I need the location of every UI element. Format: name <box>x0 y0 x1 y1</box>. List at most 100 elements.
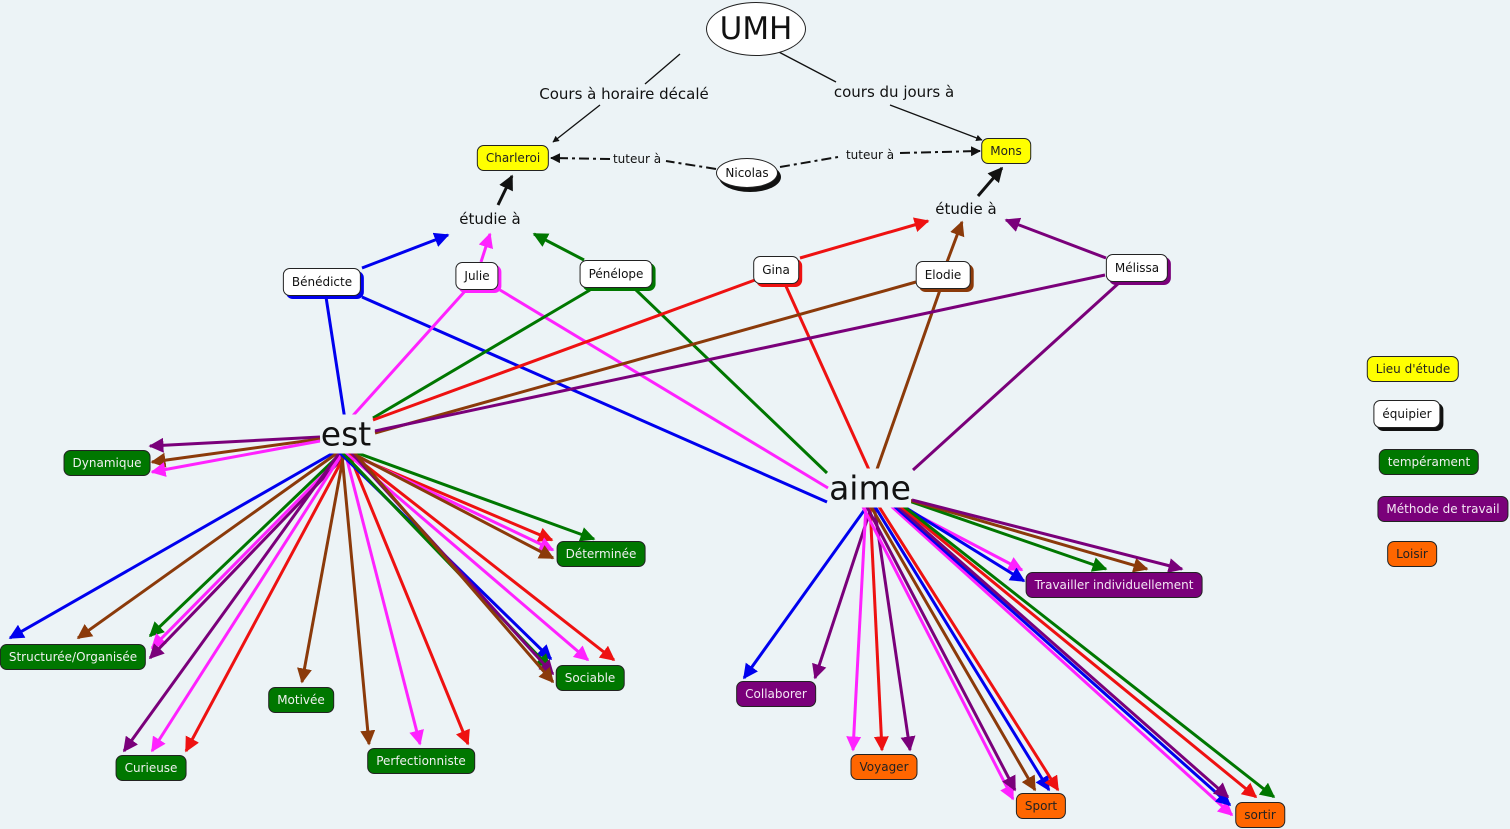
legend-item-loisir: Loisir <box>1387 541 1437 567</box>
arrow-benedicte-aime-sortir <box>892 503 1232 807</box>
link-tuteur-mons <box>899 146 981 157</box>
link-elodie-aime <box>874 289 942 473</box>
person-node-elodie[interactable]: Elodie <box>915 261 971 289</box>
link-decale-charleroi <box>552 104 601 143</box>
link-benedicte-etudie <box>361 232 450 270</box>
link-julie-est <box>347 288 468 422</box>
link-tuteur-charleroi <box>550 153 611 164</box>
person-node-julie[interactable]: Julie <box>455 262 499 290</box>
leisure-node-sport[interactable]: Sport <box>1015 793 1067 819</box>
link-benedicte-est <box>324 296 347 421</box>
arrow-elodie-est-structuree <box>76 448 343 640</box>
arrow-penelope-aime-sortir <box>901 503 1276 799</box>
place-node-charleroi[interactable]: Charleroi <box>476 145 550 171</box>
link-umh-jour <box>774 49 837 83</box>
link-label-cours-decale: Cours à horaire décalé <box>539 85 709 103</box>
link-penelope-aime <box>634 288 829 475</box>
link-umh-decale <box>644 53 681 85</box>
arrow-gina-est-sociable <box>345 448 616 662</box>
arrow-elodie-est-dynamique <box>150 437 321 468</box>
arrow-julie-aime-voyager <box>846 504 868 752</box>
link-penelope-est <box>372 288 591 420</box>
arrow-elodie-aime-sport <box>868 504 1037 792</box>
temperament-node-curieuse[interactable]: Curieuse <box>115 755 187 781</box>
arrow-gina-est-curieuse <box>184 449 349 753</box>
link-melissa-est <box>374 273 1106 433</box>
person-node-melissa[interactable]: Mélissa <box>1105 254 1169 282</box>
arrow-elodie-aime-travailler <box>908 498 1149 573</box>
link-elodie-est <box>374 280 917 435</box>
legend-item-lieu: Lieu d'étude <box>1366 356 1460 382</box>
arrow-melissa-aime-sport <box>864 504 1017 792</box>
arrow-penelope-est-determinee <box>348 448 596 542</box>
arrow-julie-est-perfectionniste <box>343 449 424 746</box>
arrow-penelope-aime-travailler <box>905 498 1108 572</box>
root-node-umh[interactable]: UMH <box>706 2 806 56</box>
legend-item-temperament: tempérament <box>1378 449 1480 475</box>
link-label-tuteur-right: tuteur à <box>843 148 897 162</box>
arrow-benedicte-aime-collaborer <box>742 504 870 680</box>
legend-item-methode: Méthode de travail <box>1377 496 1509 522</box>
link-gina-etudie <box>799 217 930 260</box>
arrow-melissa-aime-sortir <box>895 503 1230 799</box>
arrow-elodie-est-sociable <box>350 449 555 684</box>
temperament-node-determinee[interactable]: Déterminée <box>556 541 646 567</box>
arrow-melissa-aime-travailler <box>911 498 1184 573</box>
link-julie-etudie <box>478 232 494 263</box>
arrow-melissa-est-dynamique <box>148 435 321 453</box>
link-nicolas-tuteur-right <box>779 156 839 168</box>
link-julie-aime <box>499 288 829 490</box>
temperament-node-dynamique[interactable]: Dynamique <box>63 450 151 476</box>
link-jour-mons <box>889 104 983 141</box>
leisure-node-voyager[interactable]: Voyager <box>850 754 918 780</box>
legend-item-equipier: équipier <box>1373 400 1441 428</box>
person-node-penelope[interactable]: Pénélope <box>579 260 653 288</box>
arrow-julie-aime-sport <box>860 504 1015 801</box>
arrow-benedicte-est-structuree <box>8 448 340 640</box>
arrow-melissa-est-curieuse <box>122 449 343 753</box>
method-node-collaborer[interactable]: Collaborer <box>736 681 816 707</box>
arrow-elodie-est-determinee <box>345 448 555 560</box>
link-penelope-etudie <box>532 232 585 262</box>
link-label-etudie-right: étudie à <box>935 200 997 218</box>
link-gina-est <box>372 278 756 422</box>
link-elodie-etudie <box>945 220 965 263</box>
link-label-tuteur-left: tuteur à <box>610 152 664 166</box>
temperament-node-motivee[interactable]: Motivée <box>268 687 334 713</box>
arrow-gina-aime-sport <box>876 504 1060 792</box>
arrow-julie-aime-sortir <box>888 503 1234 817</box>
arrow-elodie-est-motivee <box>297 449 346 684</box>
link-melissa-aime <box>911 280 1122 472</box>
arrow-gina-aime-sortir <box>898 503 1258 799</box>
arrow-benedicte-aime-travailler <box>902 504 1026 583</box>
arrow-gina-est-perfectionniste <box>346 449 470 746</box>
temperament-node-structuree[interactable]: Structurée/Organisée <box>0 644 147 670</box>
place-node-mons[interactable]: Mons <box>981 138 1031 164</box>
leisure-node-sortir[interactable]: sortir <box>1235 802 1285 828</box>
link-benedicte-aime <box>361 295 828 504</box>
arrow-julie-est-structuree <box>150 448 349 650</box>
method-node-travailler[interactable]: Travailler individuellement <box>1025 572 1203 598</box>
arrow-julie-est-curieuse <box>150 449 346 753</box>
arrow-melissa-aime-collaborer <box>812 504 874 680</box>
temperament-node-sociable[interactable]: Sociable <box>555 665 625 691</box>
person-node-benedicte[interactable]: Bénédicte <box>282 268 362 296</box>
temperament-node-perfectionniste[interactable]: Perfectionniste <box>367 748 475 774</box>
arrow-penelope-est-structuree <box>148 448 346 638</box>
tutor-node-nicolas[interactable]: Nicolas <box>716 158 778 188</box>
link-label-cours-jour: cours du jours à <box>833 83 955 101</box>
arrow-julie-est-dynamique <box>150 439 321 477</box>
link-label-est: est <box>320 414 372 454</box>
link-label-etudie-left: étudie à <box>459 210 521 228</box>
link-label-aime: aime <box>829 468 911 508</box>
link-nicolas-tuteur-left <box>665 160 717 170</box>
link-etudie-charleroi <box>496 174 514 206</box>
person-node-gina[interactable]: Gina <box>753 256 799 284</box>
link-melissa-etudie <box>1004 217 1107 260</box>
arrow-elodie-est-perfectionniste <box>340 449 376 746</box>
arrow-melissa-aime-voyager <box>872 504 916 752</box>
arrow-benedicte-aime-sport <box>872 504 1051 792</box>
arrow-gina-aime-voyager <box>868 504 889 752</box>
link-etudie-mons <box>976 166 1004 197</box>
